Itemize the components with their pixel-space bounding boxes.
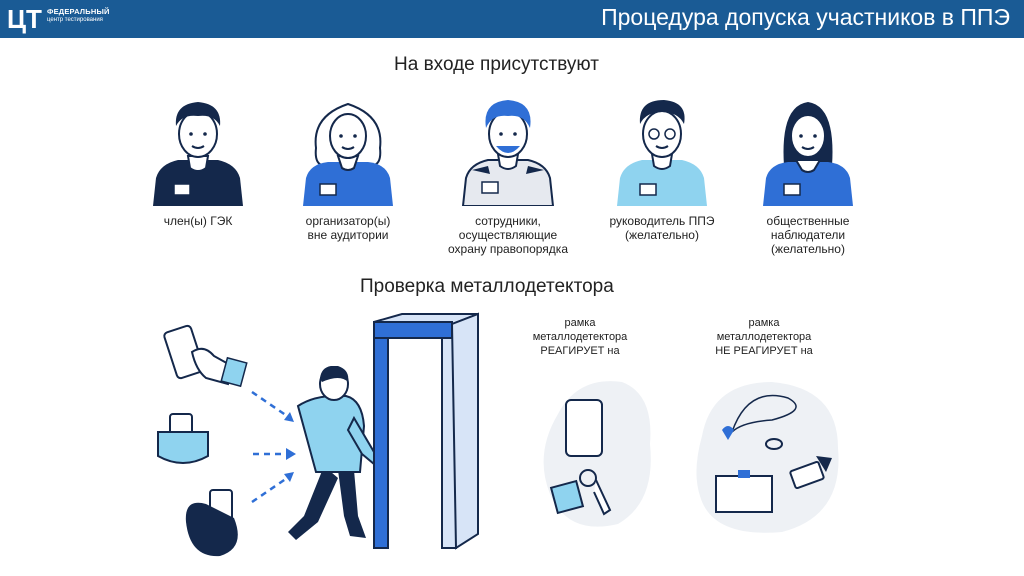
logo-line1: ФЕДЕРАЛЬНЫЙ xyxy=(47,7,110,16)
walking-person-icon xyxy=(282,365,392,550)
svg-text:ЦТ: ЦТ xyxy=(7,4,42,34)
pendant-icon xyxy=(722,394,797,440)
organizer-icon xyxy=(298,96,398,206)
caption-gek-member: член(ы) ГЭК xyxy=(163,214,233,228)
logo-line2: центр тестирования xyxy=(47,17,103,23)
lipstick-icon xyxy=(789,456,832,490)
phone-icon xyxy=(565,399,603,457)
ring-icon xyxy=(765,438,783,450)
ppe-head-icon xyxy=(612,96,712,206)
pocket-phone-icon xyxy=(154,412,214,472)
police-officer-icon xyxy=(458,96,558,207)
hand-phone-icon xyxy=(162,322,252,392)
section2-title: Проверка металлодетектора xyxy=(360,276,614,297)
keys-icon xyxy=(549,469,612,516)
metal-detector-frame-icon xyxy=(372,312,480,552)
gek-member-icon xyxy=(148,96,248,206)
slide-title: Процедура допуска участников в ППЭ xyxy=(601,4,1010,30)
caption-organizer: организатор(ы)вне аудитории xyxy=(305,214,391,242)
ftc-logo-icon: ЦТ xyxy=(7,4,42,34)
reacts-items-blob xyxy=(538,374,658,534)
caption-ppe-head: руководитель ППЭ(желательно) xyxy=(609,214,715,242)
observer-icon xyxy=(758,96,858,206)
section1-title: На входе присутствуют xyxy=(394,54,599,75)
logo: ЦТ xyxy=(6,3,126,35)
not-reacts-items-blob xyxy=(692,376,844,538)
bag-phone-icon xyxy=(180,488,250,560)
direction-arrows-icon xyxy=(250,390,296,504)
header-bar: ЦТ ФЕДЕРАЛЬНЫЙ центр тестирования Процед… xyxy=(0,0,1024,38)
badge-icon xyxy=(715,470,773,513)
